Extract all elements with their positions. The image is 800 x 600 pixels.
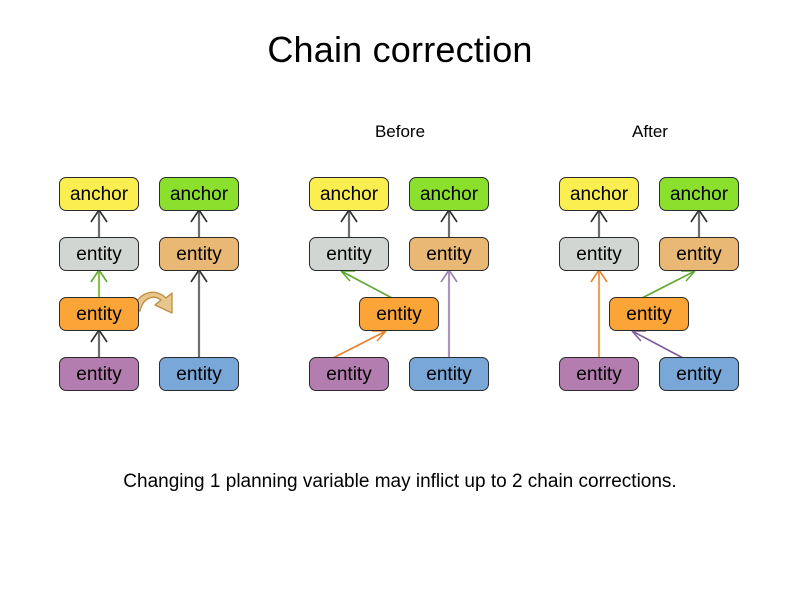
link-after-gray-to-anchor-yellow	[590, 209, 608, 237]
link-after-tan-to-anchor-green	[690, 209, 708, 237]
initial-entity-tan[interactable]: entity	[159, 237, 239, 271]
before-anchor-yellow[interactable]: anchor	[309, 177, 389, 211]
link-initial-purple-to-orange	[90, 329, 108, 357]
link-after-purple-to-gray	[590, 269, 608, 357]
after-anchor-yellow[interactable]: anchor	[559, 177, 639, 211]
link-before-orange-to-gray	[340, 270, 393, 299]
link-before-purple-to-orange	[332, 330, 387, 359]
initial-anchor-yellow[interactable]: anchor	[59, 177, 139, 211]
link-before-tan-to-anchor-green	[440, 209, 458, 237]
initial-entity-orange[interactable]: entity	[59, 297, 139, 331]
after-entity-purple[interactable]: entity	[559, 357, 639, 391]
initial-entity-blue[interactable]: entity	[159, 357, 239, 391]
link-initial-gray-to-anchor-yellow	[90, 209, 108, 237]
initial-entity-gray[interactable]: entity	[59, 237, 139, 271]
section-caption-before: Before	[374, 122, 426, 141]
after-entity-orange[interactable]: entity	[609, 297, 689, 331]
link-before-blue-to-tan	[440, 269, 458, 357]
section-caption-after: After	[632, 122, 668, 141]
page-title: Chain correction	[267, 29, 533, 70]
before-entity-purple[interactable]: entity	[309, 357, 389, 391]
after-entity-blue[interactable]: entity	[659, 357, 739, 391]
after-entity-tan[interactable]: entity	[659, 237, 739, 271]
before-entity-orange[interactable]: entity	[359, 297, 439, 331]
link-initial-blue-to-tan	[190, 269, 208, 357]
link-initial-orange-to-gray	[90, 269, 108, 297]
before-entity-tan[interactable]: entity	[409, 237, 489, 271]
initial-anchor-green[interactable]: anchor	[159, 177, 239, 211]
before-anchor-green[interactable]: anchor	[409, 177, 489, 211]
after-entity-gray[interactable]: entity	[559, 237, 639, 271]
before-entity-gray[interactable]: entity	[309, 237, 389, 271]
before-entity-blue[interactable]: entity	[409, 357, 489, 391]
link-after-orange-to-tan	[641, 270, 696, 299]
initial-entity-purple[interactable]: entity	[59, 357, 139, 391]
bottom-caption: Changing 1 planning variable may inflict…	[123, 471, 677, 492]
after-anchor-green[interactable]: anchor	[659, 177, 739, 211]
link-after-blue-to-orange	[631, 330, 684, 359]
link-before-gray-to-anchor-yellow	[340, 209, 358, 237]
link-initial-tan-to-anchor-green	[190, 209, 208, 237]
